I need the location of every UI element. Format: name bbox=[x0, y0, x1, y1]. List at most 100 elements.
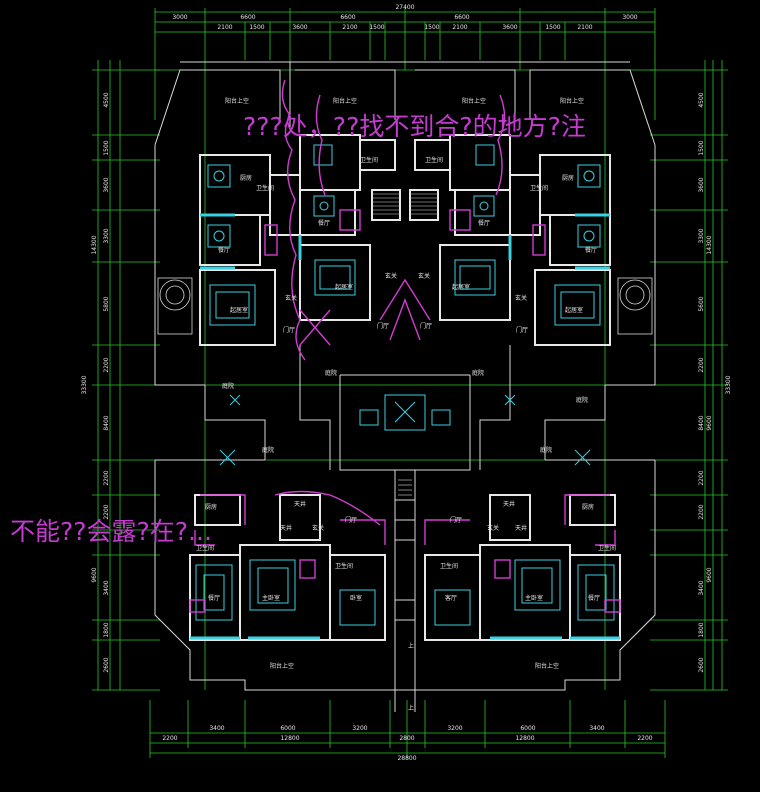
right-dim: 2200 bbox=[698, 504, 705, 519]
right-dim: 2200 bbox=[698, 470, 705, 485]
top-dim-2: 6600 bbox=[240, 14, 255, 21]
furniture bbox=[190, 144, 620, 640]
room-label-bath: 卫生间 bbox=[360, 156, 378, 164]
room-label-bath: 卫生间 bbox=[335, 562, 353, 570]
left-dim: 2200 bbox=[103, 470, 110, 485]
room-label-balcony: 阳台上空 bbox=[225, 97, 249, 105]
room-label-master-bedroom: 主卧室 bbox=[262, 594, 280, 602]
bottom-dim: 3200 bbox=[352, 725, 367, 732]
right-dim: 3300 bbox=[698, 228, 705, 243]
bottom-dim-row2: 12800 bbox=[515, 735, 534, 742]
top-sub-dim: 1500 bbox=[369, 24, 384, 31]
left-dim: 8400 bbox=[103, 415, 110, 430]
room-label-entry: 玄关 bbox=[487, 524, 499, 532]
room-label-kitchen: 厨房 bbox=[582, 503, 594, 511]
room-label-balcony: 阳台上空 bbox=[560, 97, 584, 105]
room-label-court: 庭院 bbox=[576, 396, 588, 404]
room-label-bath: 卫生间 bbox=[256, 184, 274, 192]
right-group-dim: 9600 bbox=[706, 415, 713, 430]
right-group-dim: 14300 bbox=[706, 235, 713, 254]
room-label-living: 起居室 bbox=[230, 306, 248, 314]
top-dim-5: 3000 bbox=[622, 14, 637, 21]
room-label-balcony: 阳台上空 bbox=[535, 662, 559, 670]
right-group-dim: 9600 bbox=[706, 567, 713, 582]
stair-treads bbox=[372, 193, 438, 496]
stair-up-label: 上 bbox=[408, 642, 414, 650]
room-label-kitchen: 厨房 bbox=[240, 174, 252, 182]
top-sub-dim: 1500 bbox=[545, 24, 560, 31]
right-dim: 3600 bbox=[698, 177, 705, 192]
room-label-dining: 餐厅 bbox=[585, 246, 597, 254]
left-dim: 1500 bbox=[103, 140, 110, 155]
right-dim: 8400 bbox=[698, 415, 705, 430]
room-label-entry: 玄关 bbox=[385, 272, 397, 280]
left-dim: 1800 bbox=[103, 622, 110, 637]
room-label-master-bedroom: 主卧室 bbox=[525, 594, 543, 602]
room-label-entry: 玄关 bbox=[285, 294, 297, 302]
top-dim-1: 3000 bbox=[172, 14, 187, 21]
left-group-dim: 9600 bbox=[91, 567, 98, 582]
room-label-lobby: 门厅 bbox=[450, 516, 462, 524]
left-dim: 5800 bbox=[103, 296, 110, 311]
room-label-lobby: 门厅 bbox=[283, 326, 295, 334]
top-sub-dim: 2100 bbox=[342, 24, 357, 31]
bottom-dim: 3200 bbox=[447, 725, 462, 732]
left-group-dim: 14300 bbox=[91, 235, 98, 254]
bottom-dim-row2: 2800 bbox=[399, 735, 414, 742]
room-label-dining: 餐厅 bbox=[318, 219, 330, 227]
trees bbox=[157, 277, 653, 335]
top-dim-4: 6600 bbox=[454, 14, 469, 21]
annotation-top: ???处，??找不到合?的地方?注 bbox=[243, 112, 586, 141]
bottom-dim-row2: 2200 bbox=[162, 735, 177, 742]
room-label-bath: 卫生间 bbox=[598, 544, 616, 552]
top-sub-dim: 3600 bbox=[502, 24, 517, 31]
room-label-well: 天井 bbox=[515, 524, 527, 532]
left-group-dim: 33300 bbox=[81, 375, 88, 394]
top-sub-dim: 1500 bbox=[249, 24, 264, 31]
bottom-dim-row2: 2200 bbox=[637, 735, 652, 742]
top-sub-dim: 2100 bbox=[452, 24, 467, 31]
room-label-lobby: 门厅 bbox=[377, 322, 389, 330]
room-label-living: 起居室 bbox=[565, 306, 583, 314]
room-label-dining: 餐厅 bbox=[478, 219, 490, 227]
annotation-left: 不能??会露?在?... bbox=[10, 517, 212, 546]
room-label-well: 天井 bbox=[280, 524, 292, 532]
bottom-dim: 3400 bbox=[209, 725, 224, 732]
left-dim: 3400 bbox=[103, 580, 110, 595]
right-dim: 5600 bbox=[698, 296, 705, 311]
right-dim: 1800 bbox=[698, 622, 705, 637]
room-label-entry: 玄关 bbox=[312, 524, 324, 532]
room-label-bath: 卫生间 bbox=[425, 156, 443, 164]
left-dim: 2200 bbox=[103, 504, 110, 519]
room-label-balcony: 阳台上空 bbox=[333, 97, 357, 105]
right-dim: 4500 bbox=[698, 92, 705, 107]
stair-up-label: 上 bbox=[408, 704, 414, 712]
right-dim: 2600 bbox=[698, 657, 705, 672]
room-label-dining: 餐厅 bbox=[588, 594, 600, 602]
room-label-well: 天井 bbox=[503, 500, 515, 508]
bottom-dim: 6000 bbox=[280, 725, 295, 732]
top-total-dim: 27400 bbox=[395, 4, 414, 11]
top-sub-dim: 3600 bbox=[292, 24, 307, 31]
room-label-lobby: 门厅 bbox=[345, 516, 357, 524]
room-label-bath: 卫生间 bbox=[440, 562, 458, 570]
right-dim: 3400 bbox=[698, 580, 705, 595]
left-dim: 3300 bbox=[103, 228, 110, 243]
top-sub-dim: 2100 bbox=[577, 24, 592, 31]
walls bbox=[189, 134, 621, 641]
left-dim: 4500 bbox=[103, 92, 110, 107]
room-label-court: 庭院 bbox=[262, 446, 274, 454]
room-label-kitchen: 厨房 bbox=[562, 174, 574, 182]
room-label-dining: 餐厅 bbox=[218, 246, 230, 254]
room-label-lounge: 客厅 bbox=[445, 594, 457, 602]
room-label-court: 庭院 bbox=[222, 382, 234, 390]
top-dim-3: 6600 bbox=[340, 14, 355, 21]
room-label-entry: 玄关 bbox=[418, 272, 430, 280]
building-outline bbox=[154, 61, 656, 712]
room-label-living: 起居室 bbox=[335, 283, 353, 291]
room-label-court: 庭院 bbox=[540, 446, 552, 454]
room-label-balcony: 阳台上空 bbox=[462, 97, 486, 105]
room-label-bath: 卫生间 bbox=[196, 544, 214, 552]
